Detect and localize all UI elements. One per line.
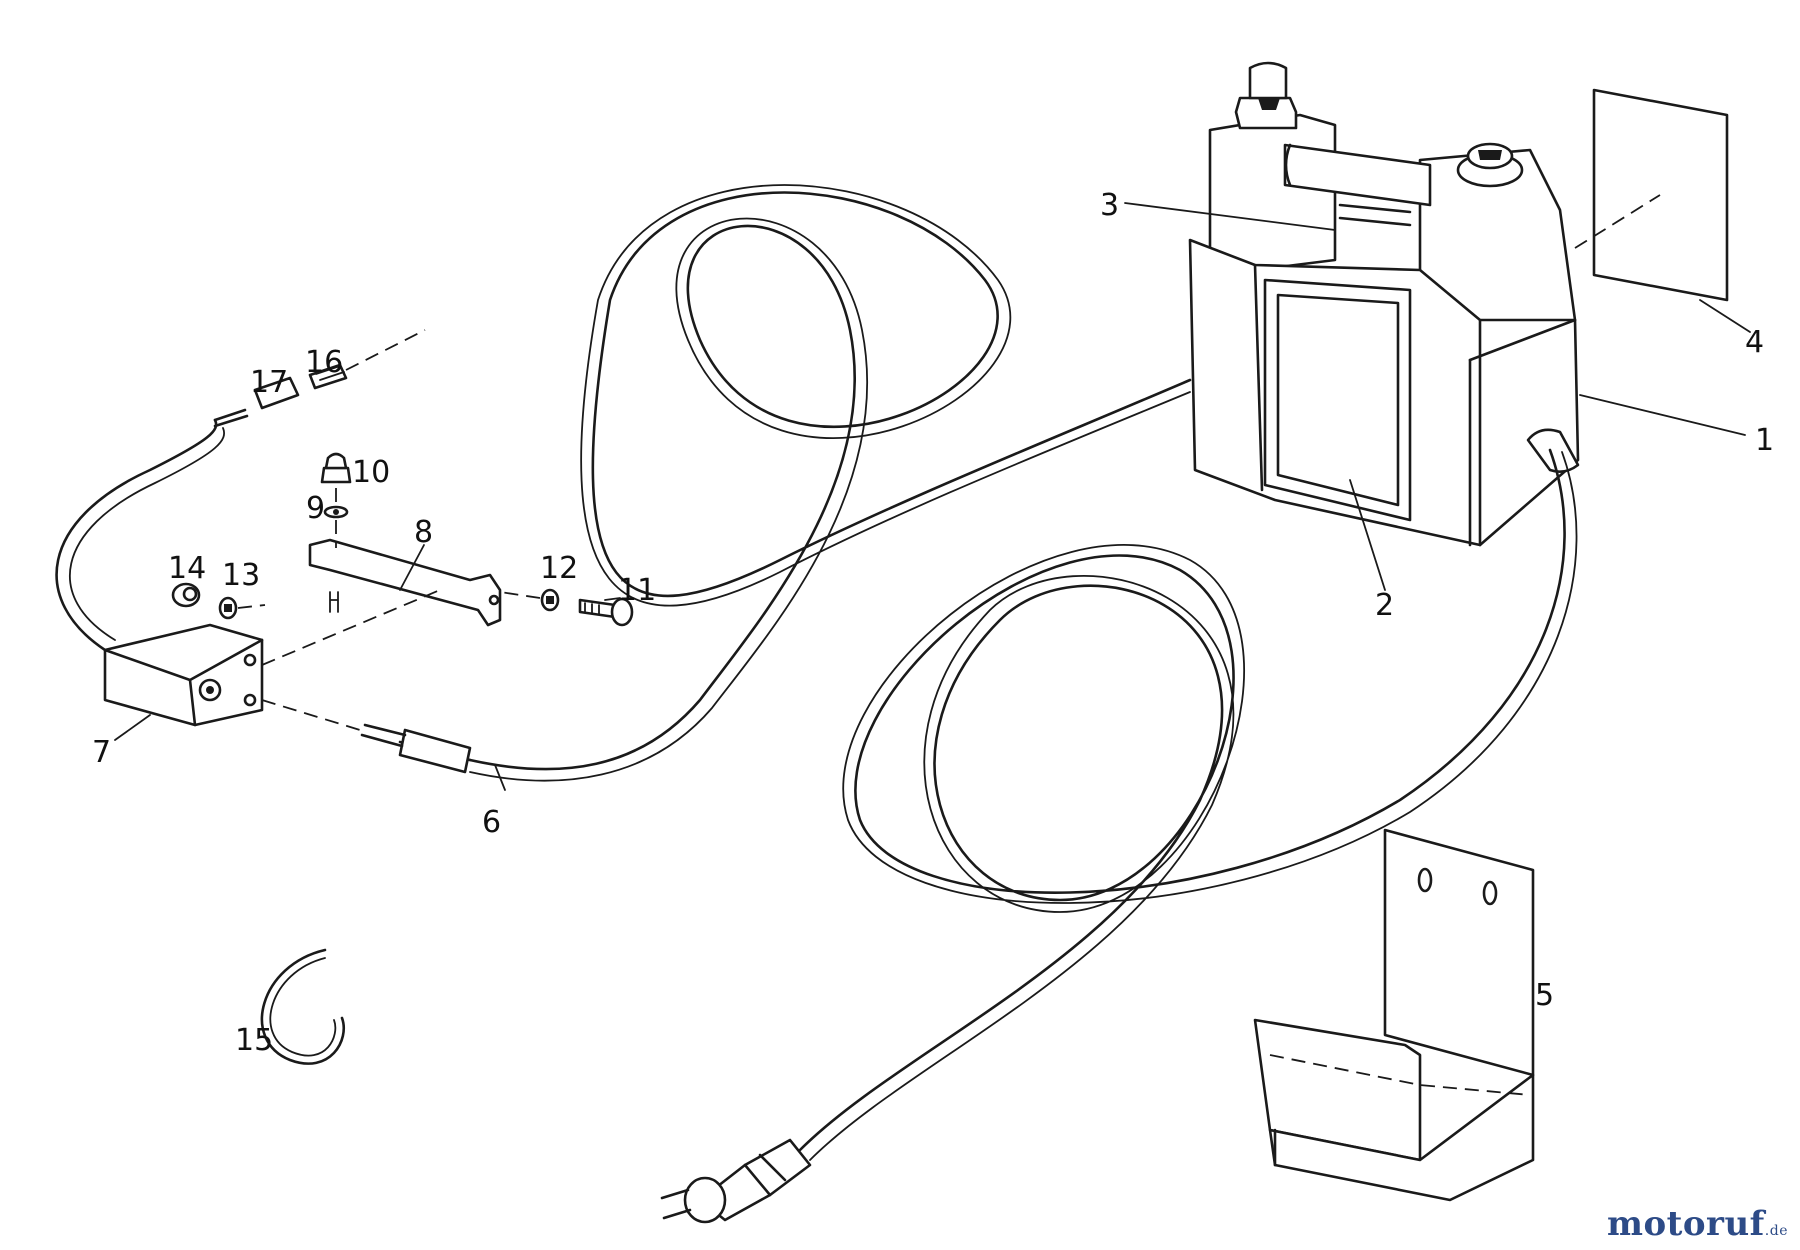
callout-1: 1 (1755, 423, 1774, 458)
callout-5: 5 (1535, 978, 1554, 1013)
brand-suffix: .de (1764, 1223, 1788, 1239)
callout-6: 6 (482, 805, 501, 840)
label-sheet (1592, 88, 1729, 302)
sensor-box (103, 623, 264, 727)
callout-8: 8 (414, 515, 433, 550)
callout-13: 13 (222, 558, 260, 593)
washer-13 (218, 596, 266, 620)
callout-17: 17 (250, 365, 288, 400)
nut-14 (171, 582, 201, 608)
hose-connector (261, 699, 472, 774)
bracket (1253, 828, 1535, 1202)
probe-rod (213, 329, 426, 428)
callout-4: 4 (1745, 325, 1764, 360)
callout-11: 11 (618, 573, 656, 608)
leader-lines (114, 202, 1751, 791)
cap-nut-10 (320, 452, 352, 548)
watermark-logo: motoruf.de (1607, 1204, 1788, 1244)
callout-3: 3 (1100, 188, 1119, 223)
washer-9 (323, 505, 349, 519)
retaining-ring (260, 948, 345, 1065)
power-plug (660, 1138, 812, 1224)
callout-2: 2 (1375, 588, 1394, 623)
canister (1188, 61, 1580, 547)
callout-14: 14 (168, 551, 206, 586)
callouts: 1 2 3 4 5 6 7 8 9 10 11 12 13 14 15 16 1… (92, 188, 1774, 1058)
mounting-plate (261, 538, 502, 666)
callout-7: 7 (92, 735, 111, 770)
brand-name: motoruf (1607, 1204, 1765, 1244)
bolt (578, 597, 634, 627)
callout-9: 9 (306, 491, 325, 526)
callout-15: 15 (235, 1023, 273, 1058)
nut-12 (499, 588, 560, 612)
callout-16: 16 (305, 345, 343, 380)
callout-10: 10 (352, 455, 390, 490)
callout-12: 12 (540, 551, 578, 586)
